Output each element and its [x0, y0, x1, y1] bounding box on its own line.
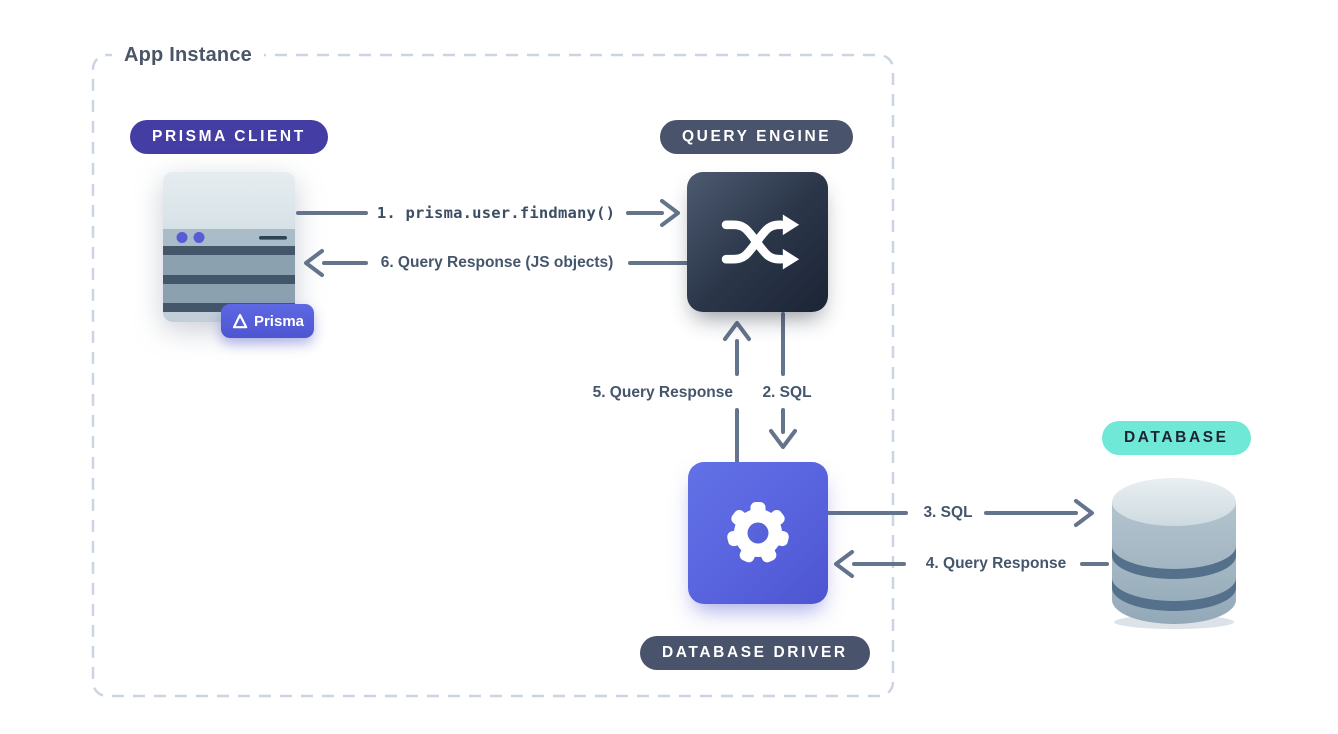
- arrow-label-step3: 3. SQL: [923, 504, 973, 521]
- app-instance-border: [91, 53, 895, 698]
- prisma-logo-badge: Prisma: [221, 304, 314, 338]
- prisma-logo-label: Prisma: [253, 312, 305, 330]
- arrow-step4: [834, 550, 1109, 578]
- arrow-label-step6: 6. Query Response (JS objects): [380, 254, 614, 271]
- server-led-icon: [176, 232, 188, 243]
- database-badge: DATABASE: [1102, 421, 1251, 455]
- app-instance-title: App Instance: [112, 41, 264, 69]
- shuffle-icon: [721, 214, 800, 270]
- arrow-label-step1: 1. prisma.user.findmany(): [376, 204, 616, 222]
- database-cylinder-icon: [1112, 478, 1236, 629]
- query-engine-node: [687, 172, 828, 312]
- arrow-label-step4: 4. Query Response: [925, 555, 1067, 572]
- prisma-logo-icon: [232, 313, 248, 328]
- database-driver-badge: DATABASE DRIVER: [640, 636, 870, 670]
- arrow-label-step2: 2. SQL: [762, 384, 812, 401]
- arrow-label-step5: 5. Query Response: [592, 384, 733, 401]
- server-led-icon: [193, 232, 205, 243]
- server-icon: [163, 172, 295, 322]
- arrow-step5: [723, 321, 751, 464]
- prisma-client-badge: PRISMA CLIENT: [130, 120, 328, 154]
- query-engine-badge: QUERY ENGINE: [660, 120, 854, 154]
- arrow-step6: [304, 249, 689, 277]
- arrow-step1: [296, 199, 680, 227]
- database-driver-node: [688, 462, 828, 604]
- gear-icon: [727, 502, 789, 563]
- arrow-step2: [769, 312, 797, 449]
- arrow-step3: [826, 499, 1094, 527]
